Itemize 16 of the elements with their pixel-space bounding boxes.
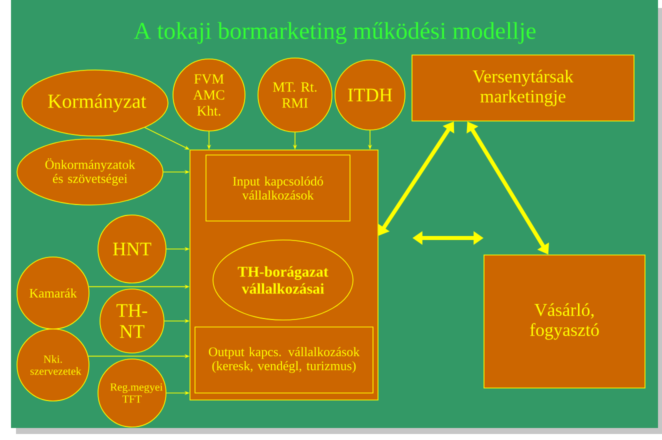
box-node: Vásárló, fogyasztó (484, 254, 646, 388)
ellipse-node: Kormányzat (22, 70, 168, 136)
title: A tokaji bormarketing működési modellje (134, 22, 536, 44)
box-node: Output kapcs. vállalkozások (keresk, vendégl, turizmus) (194, 326, 374, 394)
ellipse-node: MT. Rt. RMI (258, 58, 332, 132)
ellipse-node: ITDH (334, 60, 406, 130)
ellipse-node: Nki. szervezetek (16, 328, 90, 402)
ellipse-node: TH-NT (100, 288, 164, 354)
box-node: Input kapcsolódó vállalkozások (206, 154, 350, 222)
ellipse-node: Reg.megyei TFT (98, 358, 166, 428)
ellipse-node: TH-borágazat vállalkozásai (212, 240, 354, 320)
ellipse-node: Önkormányzatok és szövetségei (16, 138, 164, 206)
box-node: Versenytársak marketingje (412, 54, 634, 122)
ellipse-node: Kamarák (16, 256, 90, 330)
ellipse-node: HNT (98, 214, 166, 284)
ellipse-node: FVM AMC Kht. (172, 58, 246, 132)
